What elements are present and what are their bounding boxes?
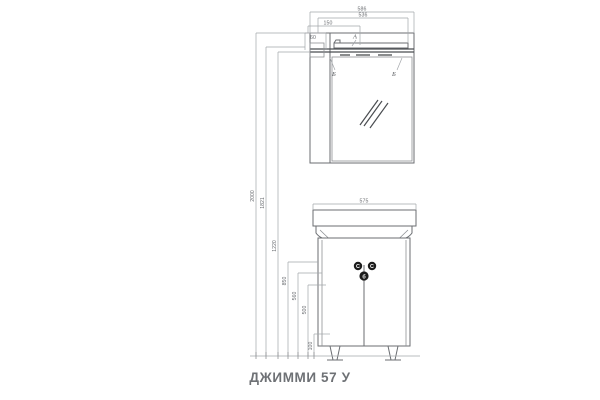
- mirror-left-bracket: [309, 42, 325, 58]
- vanity-legs: [327, 345, 401, 361]
- dim-mirror-body-width: 536: [359, 13, 368, 19]
- mirror-cabinet-view: [309, 32, 415, 164]
- dim-washbasin-top-height: 1220: [272, 240, 278, 252]
- horizontal-dimensions-top: 586 536 150 60 575: [304, 7, 417, 210]
- dim-vanity-width: 575: [360, 199, 369, 205]
- callout-a-label: A: [352, 34, 357, 41]
- dim-cabinet-height: 850: [282, 277, 288, 286]
- hardware-markers: C C б: [353, 261, 377, 281]
- dim-side-offset: 60: [310, 35, 316, 41]
- dim-door-height: 560: [292, 292, 298, 301]
- dim-shelf-width: 150: [324, 21, 333, 27]
- marker-c-right-label: C: [370, 264, 374, 270]
- mirror-glass: [331, 56, 413, 162]
- dim-plinth-height: 500: [302, 306, 308, 315]
- dim-leg-height: 100: [308, 342, 314, 351]
- washbasin-top-slab: [312, 209, 417, 227]
- mirror-top-shelf: [310, 39, 414, 53]
- washbasin-vanity-view: C C б: [312, 209, 417, 361]
- dim-mirror-top-height: 1821: [260, 197, 266, 209]
- projection-lines: [250, 32, 420, 359]
- dim-mirror-total-width: 586: [358, 7, 367, 13]
- callout-b-left-label: Б: [331, 71, 336, 78]
- marker-b-center-label: б: [362, 273, 366, 280]
- callout-b-right-label: Б: [391, 71, 396, 78]
- detail-callouts: A Б Б: [329, 34, 403, 78]
- mirror-reflection-lines: [359, 99, 389, 129]
- dim-total-height: 2000: [250, 190, 256, 202]
- vertical-dimensions: 2000 1821 1220 850 560 500 100: [250, 190, 314, 350]
- marker-c-left-label: C: [356, 264, 360, 270]
- product-title: ДЖИММИ 57 У: [249, 370, 351, 385]
